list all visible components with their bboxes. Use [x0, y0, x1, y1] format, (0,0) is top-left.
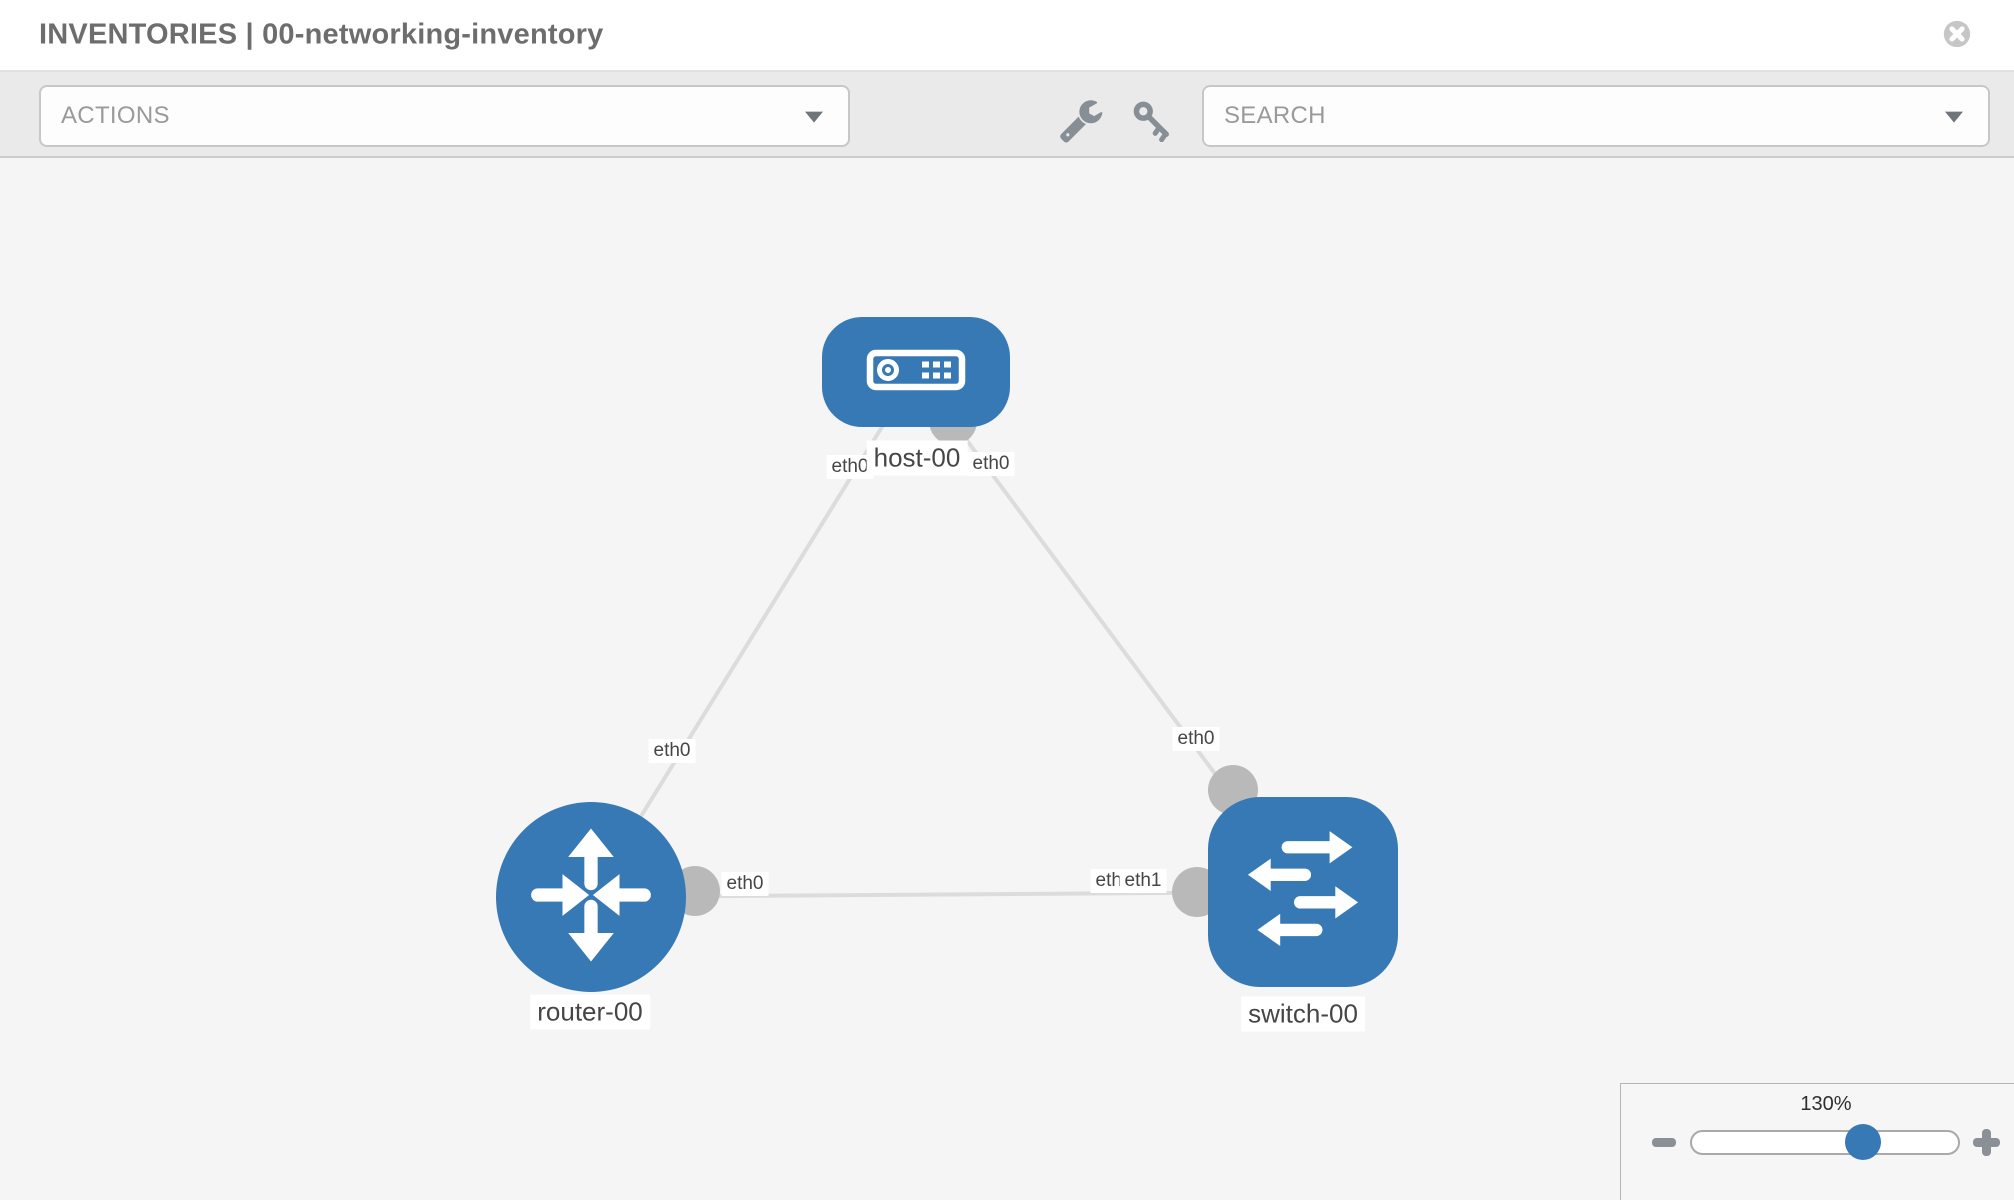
- topology-canvas[interactable]: host-00 router-00 switch-00 eth0 eth0 et…: [0, 158, 2014, 1200]
- search-dropdown-label: SEARCH: [1224, 102, 1326, 129]
- page-title: INVENTORIES | 00-networking-inventory: [39, 18, 604, 51]
- breadcrumb-header: INVENTORIES | 00-networking-inventory: [0, 0, 2014, 72]
- iface-label-router-eth0-right: eth0: [721, 872, 769, 896]
- server-icon: [822, 315, 1010, 430]
- actions-dropdown[interactable]: ACTIONS: [39, 85, 850, 147]
- iface-label-host-eth0-right: eth0: [967, 452, 1015, 476]
- switch-arrows-icon: [1208, 795, 1398, 990]
- zoom-level-value: 130%: [1800, 1093, 1852, 1115]
- iface-label-host-eth0-left: eth0: [826, 455, 874, 479]
- zoom-slider-track[interactable]: [1690, 1130, 1960, 1155]
- chevron-down-icon: [805, 111, 823, 123]
- router-arrows-icon: [496, 800, 686, 995]
- configure-button[interactable]: [1058, 97, 1104, 146]
- zoom-in-button[interactable]: [1973, 1129, 2000, 1156]
- node-switch-00[interactable]: [1208, 797, 1398, 987]
- zoom-control-panel: 130%: [1620, 1083, 2014, 1200]
- node-label-router: router-00: [530, 994, 650, 1030]
- credentials-button[interactable]: [1130, 98, 1174, 145]
- actions-dropdown-label: ACTIONS: [61, 102, 170, 129]
- zoom-slider-handle[interactable]: [1845, 1124, 1881, 1160]
- node-router-00[interactable]: [496, 802, 686, 992]
- close-button[interactable]: [1940, 17, 1974, 51]
- search-dropdown[interactable]: SEARCH: [1202, 85, 1990, 147]
- plus-icon: [1982, 1129, 1991, 1156]
- iface-label-router-eth0-top: eth0: [648, 739, 696, 763]
- chevron-down-icon: [1945, 111, 1963, 123]
- toolbar: ACTIONS SEARCH: [0, 72, 2014, 158]
- node-label-host: host-00: [866, 440, 968, 476]
- zoom-out-button[interactable]: [1652, 1138, 1676, 1147]
- times-circle-icon: [1940, 20, 1974, 54]
- node-host-00[interactable]: [822, 317, 1010, 427]
- wrench-icon: [1058, 100, 1104, 146]
- key-icon: [1130, 101, 1174, 145]
- iface-label-switch-eth0-top: eth0: [1172, 727, 1220, 751]
- node-label-switch: switch-00: [1241, 996, 1365, 1032]
- iface-label-switch-eth1-left: eth1: [1119, 869, 1167, 893]
